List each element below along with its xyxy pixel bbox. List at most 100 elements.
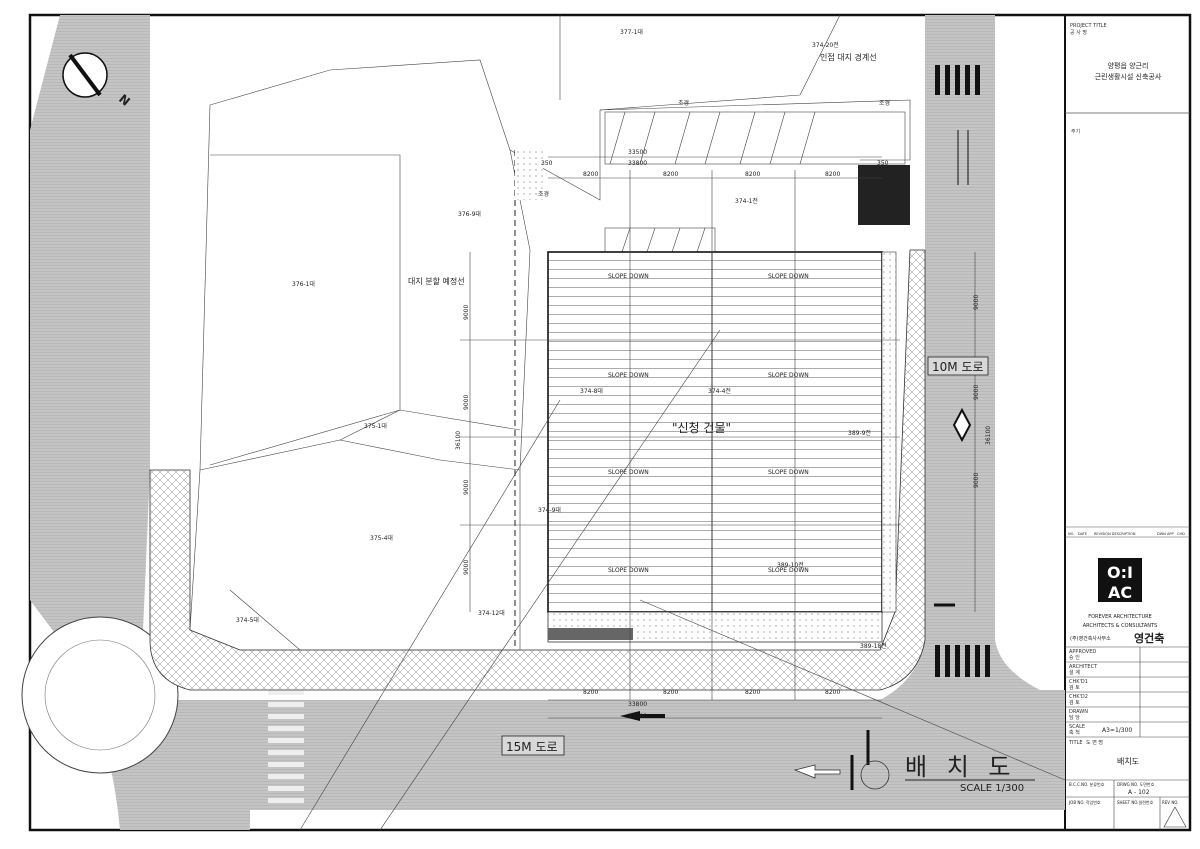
sheet-number-label: SHEET NO.일련번호	[1117, 799, 1154, 805]
road-10m-label: 10M 도로	[927, 356, 989, 376]
scale-value: A3=1/300	[1102, 727, 1132, 734]
lot-label: 374-8대	[580, 387, 603, 395]
rev-header: APP	[1167, 532, 1174, 536]
approved-label: APPROVED	[1069, 649, 1096, 655]
slope-down-label: SLOPE DOWN	[768, 273, 809, 280]
lot-label: 374-1전	[735, 197, 758, 205]
notes-label: 주기	[1071, 128, 1080, 135]
split-line-note: 대지 분할 예정선	[408, 276, 465, 286]
lot-label: 374-12대	[478, 609, 505, 617]
dark-strip	[548, 628, 633, 640]
lot-label: 389-18전	[860, 642, 887, 650]
lot-lines	[189, 14, 911, 651]
scale-label-kr: 축 척	[1069, 729, 1080, 736]
logo-bottom: AC	[1108, 583, 1132, 602]
direction-arrow-left	[620, 711, 665, 721]
lot-label: 374-4전	[708, 387, 731, 395]
slope-down-label: SLOPE DOWN	[768, 567, 809, 574]
architect-label-kr: 설 계	[1069, 669, 1080, 676]
dim-label: 8200	[825, 171, 840, 178]
landscape-label: 조경	[538, 191, 549, 198]
landscape-label: 조경	[678, 100, 689, 107]
dim-label: 9000	[463, 480, 470, 495]
dim-label: 350	[877, 160, 889, 167]
roundabout-inner	[44, 639, 156, 751]
drawn-label: DRAWN	[1069, 709, 1088, 715]
slope-down-label: SLOPE DOWN	[608, 273, 649, 280]
dim-label: 8200	[663, 689, 678, 696]
lot-label: 389-9전	[848, 429, 871, 437]
slope-down-label: SLOPE DOWN	[608, 469, 649, 476]
firm-brand: 영건축	[1134, 631, 1164, 645]
dim-label: 36100	[985, 426, 992, 445]
direction-arrow-right	[793, 764, 841, 779]
lot-label: 376-9대	[458, 210, 481, 218]
title-label-kr: 도 면 명	[1086, 739, 1103, 746]
road-markings	[620, 130, 972, 790]
dim-label: 33500	[628, 149, 647, 156]
lot-label: 389-10전	[777, 561, 804, 569]
lot-labels: 377-1대 374-20전 374-1전 376-9대 376-1대 374-…	[236, 28, 887, 650]
drawing-scale: SCALE 1/300	[960, 783, 1024, 794]
firm-name-en: FOREVER ARCHITECTURE	[1088, 614, 1152, 620]
rev-header: NO.	[1068, 532, 1074, 536]
lot-label: 377-1대	[620, 28, 643, 36]
dim-label: 33800	[628, 160, 647, 167]
checked1-label: CHK'D1	[1069, 679, 1088, 685]
firm-name-kr: (주)영건축사사무소	[1070, 635, 1111, 642]
lot-label: 376-1대	[292, 280, 315, 288]
building-outline	[547, 251, 883, 613]
dim-label: 8200	[663, 171, 678, 178]
landscape-area	[515, 150, 543, 200]
dim-label: 9000	[973, 385, 980, 400]
dim-label: 9000	[973, 473, 980, 488]
lot-label: 374-5대	[236, 616, 259, 624]
dim-label: 9000	[973, 295, 980, 310]
dim-label: 350	[541, 160, 553, 167]
checked1-label-kr: 검 토	[1069, 684, 1080, 691]
slope-down-label: SLOPE DOWN	[608, 567, 649, 574]
manhole-symbol	[860, 760, 890, 790]
drawing-title: 배 치 도	[905, 753, 1017, 781]
side-zone	[881, 251, 897, 613]
slope-down-label: SLOPE DOWN	[768, 372, 809, 379]
checked2-label-kr: 검 토	[1069, 699, 1080, 706]
dim-label: 33500	[628, 713, 647, 720]
lot-label: 375-4대	[370, 534, 393, 542]
building	[547, 251, 897, 643]
dark-structure	[858, 165, 910, 225]
road-15m-label: 15M 도로	[501, 735, 565, 756]
road-10m-text: 10M 도로	[932, 360, 984, 374]
title-label: TITLE	[1068, 740, 1083, 746]
crosswalks	[935, 65, 990, 677]
project-title-kr: 공 사 명	[1070, 29, 1087, 36]
slope-labels: SLOPE DOWN SLOPE DOWN SLOPE DOWN SLOPE D…	[608, 273, 809, 574]
dim-label: 9000	[463, 305, 470, 320]
title-value: 배치도	[1117, 757, 1139, 766]
dim-label: 36100	[455, 431, 462, 450]
slope-down-label: SLOPE DOWN	[608, 372, 649, 379]
project-name-line1: 양평읍 양근리	[1108, 61, 1149, 70]
dimension-labels: 33500 33800 350 350 8200 8200 8200 8200 …	[455, 149, 992, 720]
dim-label: 8200	[745, 689, 760, 696]
sidewalk-hatch	[149, 249, 926, 691]
dim-label: 8200	[583, 171, 598, 178]
dim-label: 9000	[463, 395, 470, 410]
dim-label: 8200	[583, 689, 598, 696]
dim-label: 33800	[628, 701, 647, 708]
logo-top: O:I	[1107, 563, 1133, 582]
project-name-line2: 근린생활시설 신축공사	[1095, 72, 1162, 81]
lot-label: 374-9대	[538, 506, 561, 514]
revision-triangle-icon	[1163, 806, 1187, 828]
rev-header: DWN	[1157, 532, 1166, 536]
scale-label: SCALE	[1069, 724, 1085, 730]
revision-number-label: REV NO.	[1162, 800, 1179, 805]
drawn-label-kr: 담 당	[1069, 714, 1080, 721]
checked2-label: CHK'D2	[1069, 694, 1088, 700]
architect-label: ARCHITECT	[1069, 664, 1098, 670]
slope-down-label: SLOPE DOWN	[768, 469, 809, 476]
dim-label: 8200	[825, 689, 840, 696]
lot-label: 375-1대	[364, 422, 387, 430]
project-title-label: PROJECT TITLE	[1070, 23, 1107, 29]
